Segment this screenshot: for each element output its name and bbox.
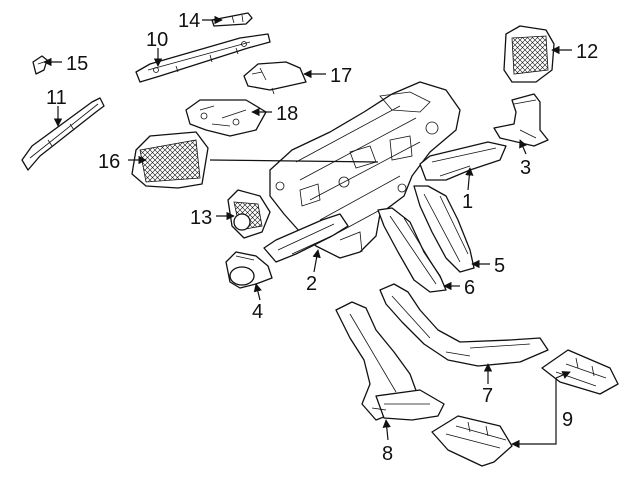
leader-9 <box>511 378 557 449</box>
callout-12: 12 <box>576 41 598 63</box>
callout-4: 4 <box>252 301 263 323</box>
part-15-clip <box>32 55 48 75</box>
part-7-floor-duct <box>379 283 549 367</box>
leader-9-upper <box>555 371 571 379</box>
callout-18: 18 <box>276 103 298 125</box>
part-12-right-outlet <box>503 25 555 83</box>
callout-5: 5 <box>494 255 505 277</box>
part-16-outlet-grille <box>131 131 209 189</box>
part-1-duct <box>419 141 507 181</box>
part-8-floor-duct <box>335 301 445 421</box>
part-10-defroster-duct <box>135 33 271 83</box>
callout-2: 2 <box>306 273 317 295</box>
part-3-duct <box>493 93 549 147</box>
leader-1 <box>465 167 474 191</box>
callout-6: 6 <box>464 277 475 299</box>
callout-7: 7 <box>482 385 493 407</box>
callout-15: 15 <box>66 53 88 75</box>
callout-13: 13 <box>190 207 212 229</box>
leader-8 <box>382 419 391 441</box>
part-13-center-outlet <box>227 189 271 239</box>
part-17-cover <box>243 61 307 95</box>
callout-8: 8 <box>382 443 393 465</box>
leader-16-ref <box>209 159 379 163</box>
callout-9: 9 <box>562 409 573 431</box>
callout-1: 1 <box>462 191 473 213</box>
part-2-floor-duct <box>263 213 349 263</box>
part-18-bracket <box>185 99 267 137</box>
part-4-elbow-duct <box>225 251 273 289</box>
leader-4 <box>253 283 262 301</box>
callout-14: 14 <box>178 10 200 32</box>
callout-11: 11 <box>46 87 67 109</box>
leader-lines <box>43 15 572 449</box>
part-9-floor-outlet-upper <box>541 349 619 395</box>
part-9-floor-outlet-lower <box>431 415 513 467</box>
part-11-side-defroster-duct <box>21 97 105 171</box>
callout-10: 10 <box>146 29 168 51</box>
callout-17: 17 <box>330 65 352 87</box>
callout-3: 3 <box>520 157 531 179</box>
callout-16: 16 <box>98 151 120 173</box>
callout-numbers: 14 10 15 11 17 18 16 12 3 1 13 2 4 5 6 7… <box>46 10 598 465</box>
leader-2 <box>312 249 321 273</box>
leader-3 <box>519 139 527 155</box>
